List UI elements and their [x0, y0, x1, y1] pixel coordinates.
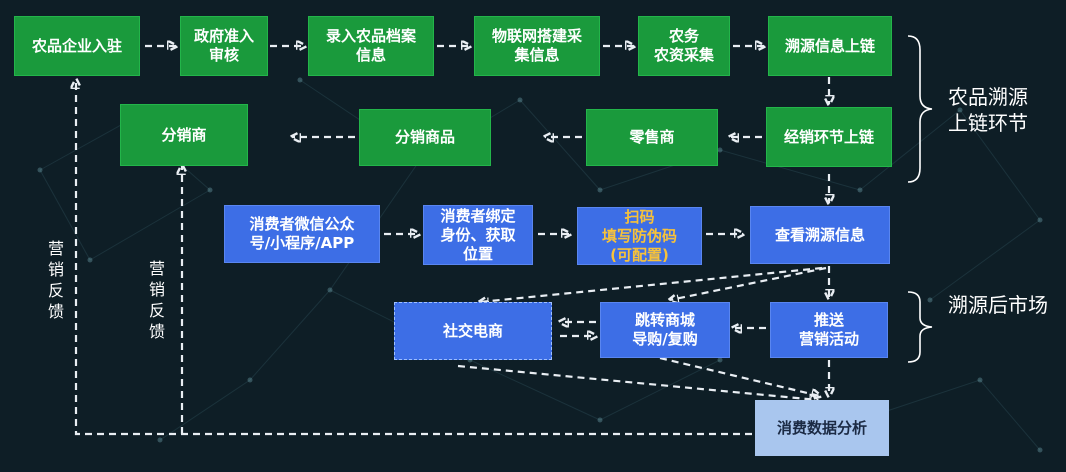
scan-line-2: 填写防伪码	[601, 226, 677, 245]
brace-lower	[907, 291, 933, 363]
node-distributed-goods: 分销商品	[359, 109, 491, 166]
node-view-traceability: 查看溯源信息	[750, 206, 890, 264]
node-distribution-chain: 经销环节上链	[766, 107, 892, 167]
node-retailer: 零售商	[586, 109, 718, 166]
node-iot-collection: 物联网搭建采 集信息	[474, 16, 600, 76]
node-agri-collection: 农务 农资采集	[638, 16, 730, 76]
node-archive-entry: 录入农品档案 信息	[308, 16, 434, 76]
node-consumer-channels: 消费者微信公众 号/小程序/APP	[224, 205, 380, 263]
node-scan-code: 扫码 填写防伪码 (可配置)	[577, 207, 702, 265]
scan-line-3: (可配置)	[610, 245, 669, 264]
feedback-label-left: 营销反馈	[47, 239, 64, 321]
group-label-lower: 溯源后市场	[948, 293, 1048, 317]
node-enterprise-onboarding: 农品企业入驻	[14, 16, 140, 76]
node-traceability-chain: 溯源信息上链	[768, 16, 892, 76]
node-consumer-binding: 消费者绑定 身份、获取 位置	[423, 205, 533, 265]
node-social-ecommerce: 社交电商	[394, 302, 552, 360]
node-consumption-analysis: 消费数据分析	[755, 400, 889, 456]
group-label-upper: 农品溯源 上链环节	[948, 85, 1028, 135]
node-distributor: 分销商	[120, 104, 248, 166]
brace-upper	[907, 35, 933, 183]
scan-line-1: 扫码	[624, 207, 655, 226]
node-push-marketing: 推送 营销活动	[770, 302, 888, 358]
node-redirect-mall: 跳转商城 导购/复购	[600, 302, 730, 358]
node-government-approval: 政府准入 审核	[180, 16, 268, 76]
feedback-label-right: 营销反馈	[148, 259, 165, 341]
